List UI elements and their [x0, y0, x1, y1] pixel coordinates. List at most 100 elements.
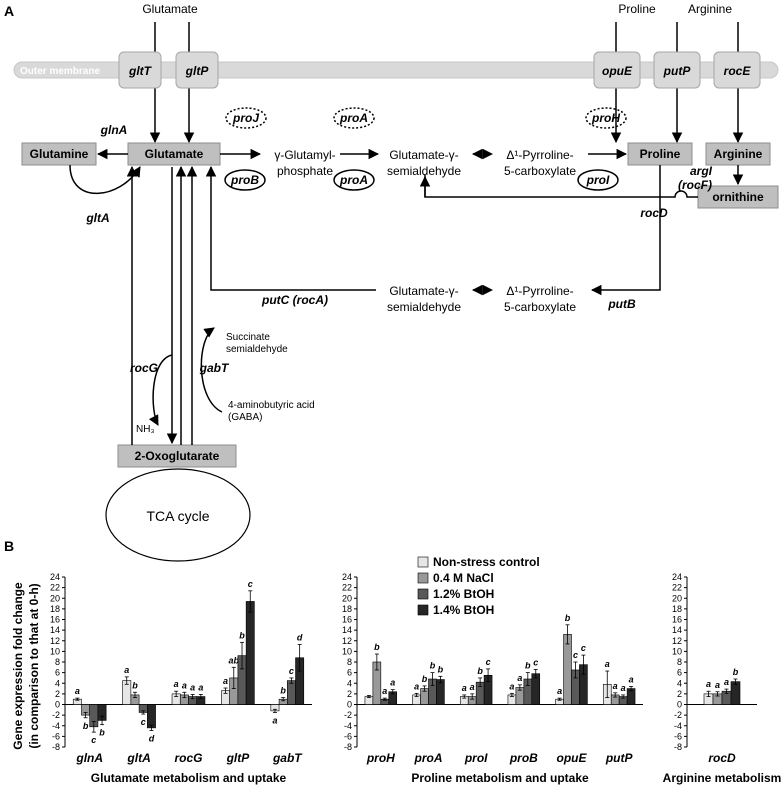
enzyme-proB: proB	[224, 169, 266, 191]
chart-panel-0: -8-6-4-2024681012141618202224abcbglnAabc…	[50, 572, 312, 785]
transporter-gltP: gltP	[175, 51, 219, 89]
significance-letter: c	[486, 657, 491, 667]
gene-label-glnA: glnA	[75, 751, 103, 765]
y-tick-label: 2	[55, 689, 60, 699]
y-tick-label: 20	[342, 593, 352, 603]
y-tick-label: 6	[677, 668, 682, 678]
y-tick-label: 4	[347, 678, 352, 688]
significance-letter: a	[414, 681, 419, 691]
group-title-2: Arginine metabolism	[663, 771, 782, 785]
svg-text:Proline: Proline	[640, 147, 681, 161]
y-tick-label: 2	[677, 689, 682, 699]
panel-a-label: A	[4, 3, 14, 19]
transporter-gltT: gltT	[118, 51, 162, 89]
bar-proA-3	[436, 679, 445, 705]
svg-text:gltT: gltT	[128, 64, 153, 78]
significance-letter: a	[509, 681, 514, 691]
node-glutamine: Glutamine	[21, 142, 97, 166]
node-gaba-1: 4-aminobutyric acid	[228, 400, 315, 411]
significance-letter: c	[289, 666, 294, 676]
significance-letter: a	[605, 659, 610, 669]
legend-label-3: 1.4% BtOH	[433, 603, 494, 617]
enzyme-rocF: (rocF)	[678, 178, 712, 192]
top-label-arginine: Arginine	[688, 2, 732, 16]
gltA-arrow	[69, 164, 141, 195]
y-tick-label: 4	[677, 678, 682, 688]
bar-gabT-2	[286, 680, 296, 705]
y-tick-label: 8	[677, 657, 682, 667]
significance-letter: a	[715, 680, 720, 690]
gene-label-proH: proH	[366, 751, 395, 765]
bar-opuE-1	[563, 634, 572, 705]
svg-text:Arginine: Arginine	[714, 147, 763, 161]
svg-text:rocE: rocE	[724, 64, 752, 78]
enzyme-gltA: gltA	[85, 211, 109, 225]
node-gaba-2: (GABA)	[228, 412, 262, 423]
y-tick-label: 2	[347, 689, 352, 699]
y-tick-label: 22	[672, 583, 682, 593]
y-tick-label: 8	[55, 657, 60, 667]
svg-text:proI: proI	[586, 173, 610, 187]
node-ornithine: ornithine	[697, 185, 779, 209]
significance-letter: c	[248, 579, 253, 589]
significance-letter: b	[422, 674, 428, 684]
significance-letter: a	[382, 686, 387, 696]
y-tick-label: -2	[52, 710, 60, 720]
significance-letter: b	[132, 680, 138, 690]
significance-letter: b	[99, 728, 105, 738]
node-arginine: Arginine	[705, 142, 771, 166]
y-tick-label: 10	[672, 646, 682, 656]
legend-label-2: 1.2% BtOH	[433, 587, 494, 601]
y-tick-label: 12	[50, 636, 60, 646]
group-title-1: Proline metabolism and uptake	[411, 771, 589, 785]
svg-text:proA: proA	[339, 111, 368, 125]
y-tick-label: 12	[672, 636, 682, 646]
significance-letter: a	[557, 686, 562, 696]
y-tick-label: 18	[672, 604, 682, 614]
enzyme-rocG: rocG	[130, 361, 158, 375]
significance-letter: a	[75, 686, 80, 696]
nh3-release-arrow	[148, 354, 173, 426]
significance-letter: b	[239, 630, 245, 640]
y-tick-label: -2	[674, 710, 682, 720]
svg-text:proB: proB	[230, 173, 259, 187]
y-tick-label: 24	[342, 572, 352, 582]
y-tick-label: 0	[677, 700, 682, 710]
enzyme-rocD: rocD	[640, 206, 668, 220]
significance-letter: d	[149, 734, 155, 744]
significance-letter: a	[272, 715, 277, 725]
y-tick-label: 10	[342, 646, 352, 656]
enzyme-glnA: glnA	[100, 123, 128, 137]
transporter-putP: putP	[653, 51, 701, 89]
node-ggs-b-2: semialdehyde	[387, 300, 461, 314]
node-oxoglutarate: 2-Oxoglutarate	[117, 444, 237, 468]
svg-text:TCA cycle: TCA cycle	[146, 508, 209, 524]
significance-letter: c	[573, 650, 578, 660]
y-tick-label: -8	[52, 742, 60, 752]
svg-text:proH: proH	[591, 111, 620, 125]
svg-text:Glutamine: Glutamine	[30, 147, 89, 161]
y-tick-label: 24	[50, 572, 60, 582]
enzyme-proJ: proJ	[225, 107, 267, 129]
legend-label-1: 0.4 M NaCl	[433, 571, 494, 585]
legend-swatch-2	[417, 588, 429, 600]
bar-rocD-3	[730, 681, 741, 705]
gene-label-proB: proB	[509, 751, 538, 765]
node-p5c-1: Δ¹-Pyrroline-	[506, 148, 573, 162]
chart-legend: Non-stress control 0.4 M NaCl 1.2% BtOH 1.4…	[417, 555, 540, 617]
y-tick-label: 0	[55, 700, 60, 710]
significance-letter: b	[430, 661, 436, 671]
legend-swatch-1	[417, 572, 429, 584]
significance-letter: a	[470, 682, 475, 692]
legend-label-0: Non-stress control	[433, 555, 540, 569]
panel-b-label: B	[4, 538, 14, 554]
gene-label-proA: proA	[414, 751, 443, 765]
gene-label-gltA: gltA	[126, 751, 150, 765]
enzyme-proA-dotted: proA	[333, 107, 375, 129]
y-tick-label: -4	[52, 721, 60, 731]
node-p5c-2: 5-carboxylate	[504, 164, 576, 178]
chart-ylabel-1: Gene expression fold change	[11, 582, 25, 750]
enzyme-proI: proI	[577, 169, 619, 191]
